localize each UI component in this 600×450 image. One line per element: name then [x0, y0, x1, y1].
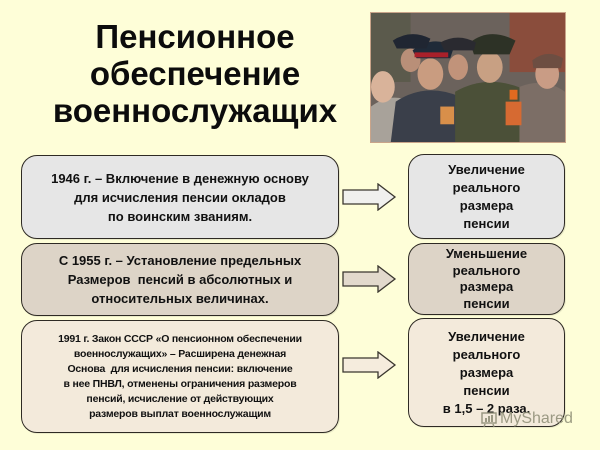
event-text-line: по воинским званиям. [107, 208, 253, 224]
result-text-line: размера [459, 279, 514, 294]
result-box-increase-1: Увеличение реального размера пенсии [408, 154, 565, 239]
result-text-line: Увеличение [448, 328, 525, 344]
event-box-1955: С 1955 г. – Установление предельных Разм… [21, 243, 339, 316]
event-text-line: военнослужащих» – Расширена денежная [73, 347, 287, 360]
title-line: Пенсионное [95, 18, 295, 55]
event-text-line: размеров выплат военнослужащим [89, 407, 271, 420]
title-line: обеспечение [89, 55, 301, 92]
result-text-line: в 1,5 – 2 раза. [442, 400, 531, 416]
result-text-line: Увеличение [448, 161, 525, 177]
veterans-photo [370, 12, 566, 143]
event-text-line: пенсий, исчисление от действующих [86, 392, 274, 405]
result-text-line: реального [452, 346, 521, 362]
event-text-line: 1946 г. – Включение в денежную основу [51, 170, 309, 186]
event-text-line: С 1955 г. – Установление предельных [58, 253, 302, 268]
result-text-line: пенсии [463, 215, 510, 231]
photo-veterans-icon [371, 13, 565, 142]
title-line: военнослужащих [52, 92, 338, 129]
slide-title: Пенсионное обеспечение военнослужащих [40, 18, 350, 129]
result-text-line: Уменьшение [445, 246, 528, 261]
result-text-line: реального [452, 262, 521, 278]
right-arrow-icon [342, 265, 397, 293]
event-text-line: относительных величинах. [91, 291, 269, 306]
event-text-line: для исчисления пенсии окладов [74, 189, 286, 205]
result-box-increase-2: Увеличение реального размера пенсии в 1,… [408, 318, 565, 427]
event-box-1946: 1946 г. – Включение в денежную основу дл… [21, 155, 339, 239]
event-text-line: Основа для исчисления пенсии: включение [67, 362, 293, 375]
right-arrow-icon [342, 183, 397, 211]
result-text-line: пенсии [463, 382, 510, 398]
myshared-logo-icon [481, 410, 497, 428]
result-text-line: размера [459, 364, 514, 380]
right-arrow-icon [342, 351, 397, 379]
watermark: MyShared [481, 410, 573, 428]
event-text-line: Размеров пенсий в абсолютных и [67, 272, 293, 287]
event-box-1991: 1991 г. Закон СССР «О пенсионном обеспеч… [21, 320, 339, 433]
result-box-decrease: Уменьшение реального размера пенсии [408, 243, 565, 315]
watermark-text: MyShared [500, 410, 573, 427]
event-text-line: в нее ПНВЛ, отменены ограничения размеро… [63, 377, 297, 390]
event-text-line: 1991 г. Закон СССР «О пенсионном обеспеч… [58, 332, 302, 345]
result-text-line: пенсии [463, 295, 510, 311]
result-text-line: размера [459, 197, 514, 213]
result-text-line: реального [452, 179, 521, 195]
